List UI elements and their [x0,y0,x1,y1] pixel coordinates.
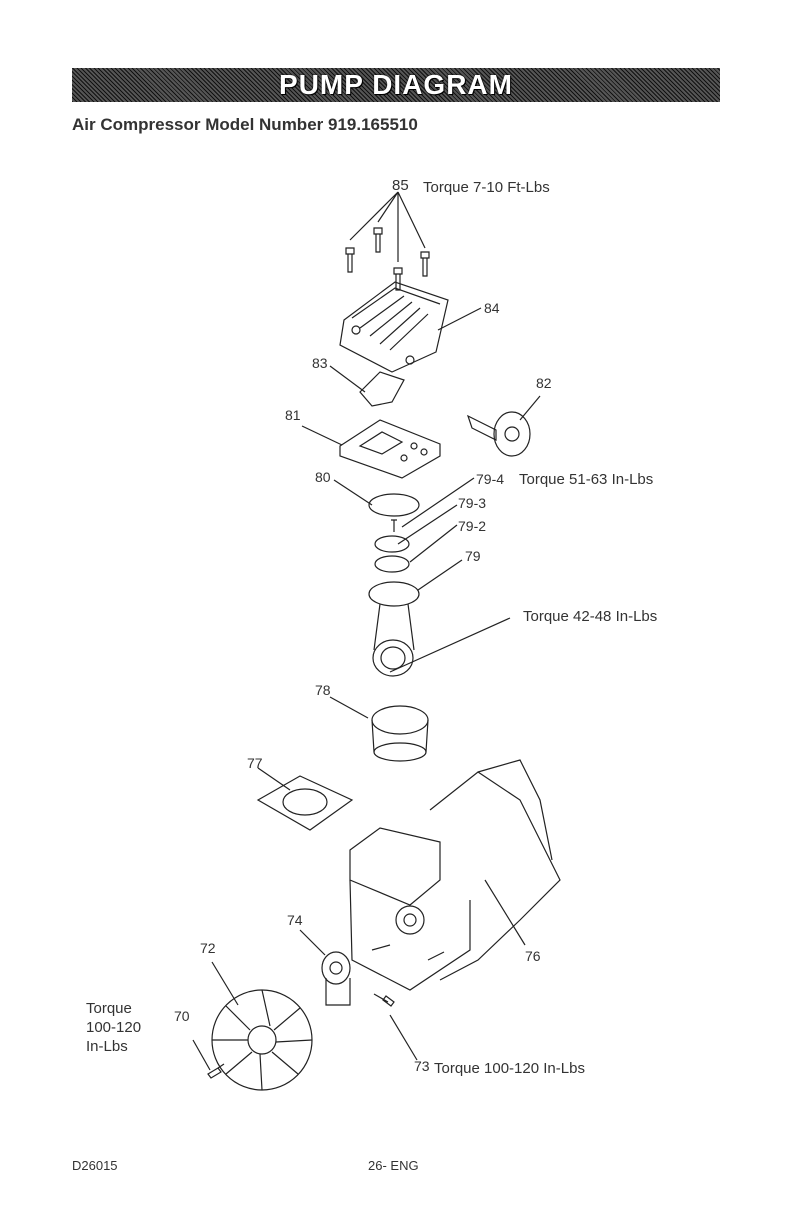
label-70: 70 [174,1008,190,1024]
leader-79-3 [398,505,457,544]
leader-84 [438,308,481,330]
torque-73: Torque 100-120 In-Lbs [434,1060,585,1077]
torque-85: Torque 7-10 Ft-Lbs [423,179,550,196]
label-81: 81 [285,407,301,423]
o-ring-80 [369,494,419,516]
leader-80 [334,480,372,505]
label-79-3: 79-3 [458,495,486,511]
label-84: 84 [484,300,500,316]
label-83: 83 [312,355,328,371]
cylinder-head-84 [340,282,448,372]
valve-plate-81 [340,420,440,478]
label-72: 72 [200,940,216,956]
torque-rod: Torque 42-48 In-Lbs [523,608,657,625]
screw-70 [208,1064,224,1078]
leader-70 [193,1040,210,1070]
leader-79-2 [410,525,457,562]
leader-74 [300,930,325,955]
torque-70: Torque 100-120 In-Lbs [86,999,141,1056]
label-79: 79 [465,548,481,564]
leader-rod [390,618,510,672]
leader-81 [302,426,342,445]
gasket-77 [258,776,352,830]
eccentric-74 [322,952,350,1005]
fan-72 [212,990,312,1090]
bolt-73 [374,994,394,1006]
leader-76 [485,880,525,945]
leader-77 [258,768,290,790]
label-85: 85 [392,177,409,194]
label-78: 78 [315,682,331,698]
bolt-85 [346,228,429,290]
label-76: 76 [525,948,541,964]
torque-79-4: Torque 51-63 In-Lbs [519,471,653,488]
label-82: 82 [536,375,552,391]
label-74: 74 [287,912,303,928]
cup-79-2 [375,556,409,572]
leader-78 [330,697,368,718]
leader-83 [330,366,365,392]
retainer-79-3 [375,536,409,552]
leader-73 [390,1015,417,1060]
leader-85 [350,192,425,262]
label-73: 73 [414,1058,430,1074]
screw-79-4 [391,520,397,532]
page-number: 26- ENG [368,1158,419,1173]
label-79-2: 79-2 [458,518,486,534]
cylinder-sleeve-78 [372,706,428,761]
head-gasket-83 [360,372,404,406]
label-79-4: 79-4 [476,471,504,487]
leader-79 [418,560,462,590]
label-77: 77 [247,755,263,771]
label-80: 80 [315,469,331,485]
document-code: D26015 [72,1158,118,1173]
